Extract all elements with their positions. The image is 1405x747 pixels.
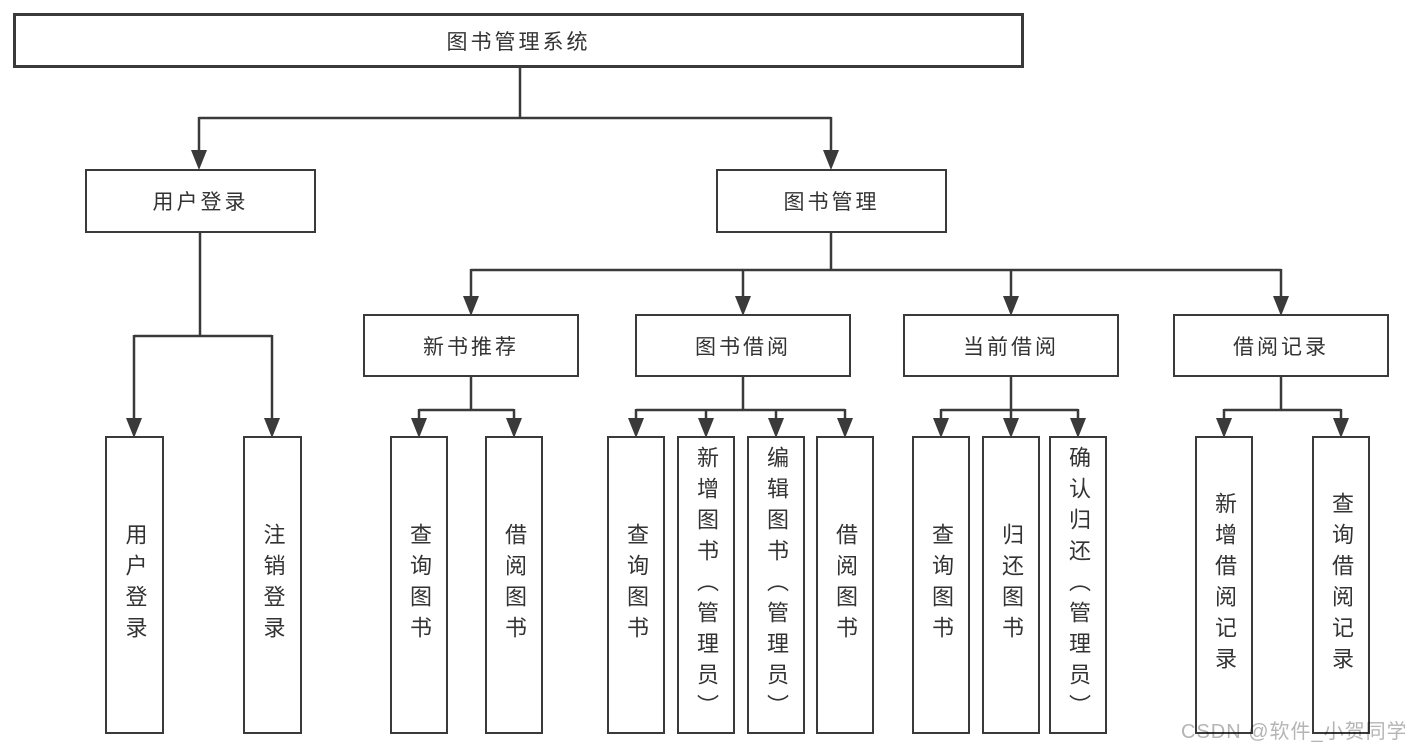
node-book-borrow: 图书借阅 xyxy=(635,314,851,377)
node-leaf-query-books-2: 查询图书 xyxy=(607,436,665,734)
node-current-borrow-label: 当前借阅 xyxy=(963,335,1059,359)
node-leaf-return-books-label: 归还图书 xyxy=(999,523,1024,647)
node-leaf-query-books-2-label: 查询图书 xyxy=(624,523,649,647)
node-leaf-logout: 注销登录 xyxy=(243,436,302,734)
node-leaf-user-login: 用户登录 xyxy=(105,436,164,734)
node-new-book-recommend: 新书推荐 xyxy=(363,314,579,377)
node-user-login: 用户登录 xyxy=(85,169,316,233)
node-borrow-records-label: 借阅记录 xyxy=(1233,335,1329,359)
node-current-borrow: 当前借阅 xyxy=(903,314,1119,377)
node-leaf-confirm-return-admin: 确认归还（管理员） xyxy=(1049,436,1107,734)
node-leaf-logout-label: 注销登录 xyxy=(260,523,286,647)
node-leaf-user-login-label: 用户登录 xyxy=(122,523,148,647)
node-leaf-edit-books-admin-label: 编辑图书（管理员） xyxy=(764,445,789,725)
node-library-system-label: 图书管理系统 xyxy=(446,30,591,54)
node-leaf-add-books-admin-label: 新增图书（管理员） xyxy=(694,445,719,725)
node-leaf-query-books-1-label: 查询图书 xyxy=(407,523,432,647)
node-leaf-return-books: 归还图书 xyxy=(982,436,1040,734)
node-leaf-add-borrow-record: 新增借阅记录 xyxy=(1195,436,1253,734)
node-leaf-confirm-return-admin-label: 确认归还（管理员） xyxy=(1066,445,1091,725)
node-library-system: 图书管理系统 xyxy=(13,13,1024,68)
node-leaf-borrow-books-1: 借阅图书 xyxy=(485,436,543,734)
node-leaf-query-books-3: 查询图书 xyxy=(912,436,970,734)
node-leaf-add-books-admin: 新增图书（管理员） xyxy=(677,436,735,734)
node-leaf-query-borrow-record-label: 查询借阅记录 xyxy=(1329,492,1354,678)
node-book-borrow-label: 图书借阅 xyxy=(695,335,791,359)
node-leaf-borrow-books-2: 借阅图书 xyxy=(816,436,874,734)
node-new-book-recommend-label: 新书推荐 xyxy=(423,335,519,359)
node-book-management: 图书管理 xyxy=(716,169,947,233)
node-leaf-query-borrow-record: 查询借阅记录 xyxy=(1312,436,1370,734)
node-leaf-query-books-1: 查询图书 xyxy=(390,436,448,734)
node-book-management-label: 图书管理 xyxy=(783,191,880,214)
node-user-login-label: 用户登录 xyxy=(152,191,249,214)
node-leaf-add-borrow-record-label: 新增借阅记录 xyxy=(1212,492,1237,678)
node-leaf-edit-books-admin: 编辑图书（管理员） xyxy=(747,436,805,734)
node-borrow-records: 借阅记录 xyxy=(1173,314,1389,377)
node-leaf-query-books-3-label: 查询图书 xyxy=(929,523,954,647)
node-leaf-borrow-books-1-label: 借阅图书 xyxy=(502,523,527,647)
node-leaf-borrow-books-2-label: 借阅图书 xyxy=(833,523,858,647)
watermark: CSDN @软件_小贺同学 xyxy=(1181,721,1405,743)
